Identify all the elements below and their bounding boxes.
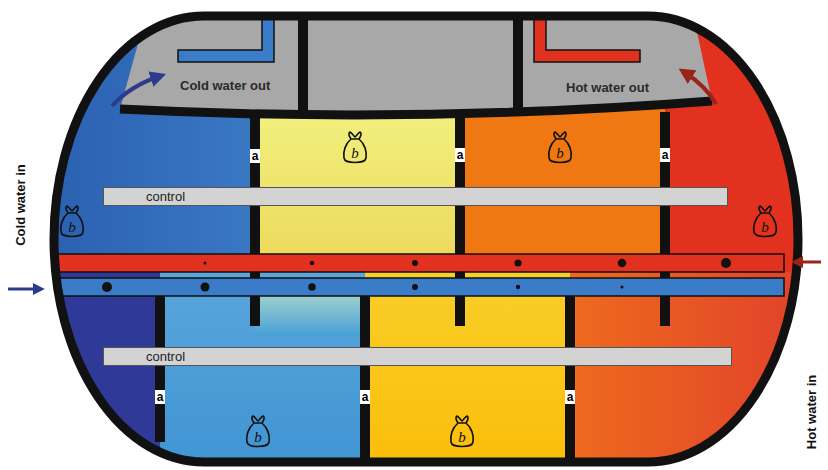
control-bar: control [103,347,732,366]
label-text: a [362,390,369,404]
bag-letter: b [244,429,272,445]
label-text: a [157,390,164,404]
label-text: a [252,149,259,163]
inlet-label: Cold water in [13,164,28,246]
label-text: a [662,148,669,162]
label-text: Hot water out [566,80,649,95]
label-text: Cold water in [13,164,28,246]
bag-symbol: b [244,414,272,450]
label-text: Hot water in [804,375,819,449]
control-label: control [146,349,185,364]
bag-symbol: b [341,130,369,166]
bag-symbol: b [448,414,476,450]
label-text: Cold water out [180,78,270,93]
inlet-label: Hot water in [804,375,819,449]
control-bar: control [103,187,728,206]
control-label: control [146,189,185,204]
part-letter: a [360,390,371,404]
bag-letter: b [546,145,574,161]
bag-letter: b [751,219,779,235]
outlet-label: Hot water out [566,80,649,95]
part-letter: a [565,390,576,404]
part-letter: a [660,148,671,162]
label-text: a [457,148,464,162]
part-letter: a [155,390,166,404]
outlet-label: Cold water out [180,78,270,93]
bag-letter: b [448,429,476,445]
bag-letter: b [58,219,86,235]
bag-letter: b [341,145,369,161]
bag-symbol: b [58,204,86,240]
part-letter: a [250,149,261,163]
part-letter: a [455,148,466,162]
bag-symbol: b [546,130,574,166]
bag-symbol: b [751,204,779,240]
label-text: a [567,390,574,404]
